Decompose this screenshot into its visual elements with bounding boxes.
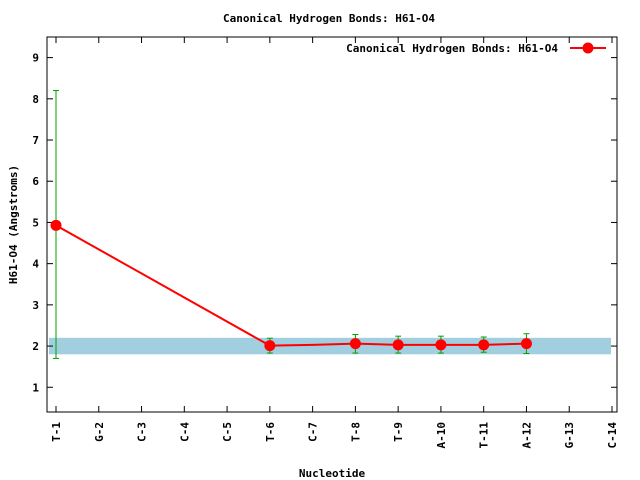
x-tick-label-G-13: G-13 xyxy=(563,422,576,449)
marker-T-9 xyxy=(392,339,404,351)
x-tick-label-T-9: T-9 xyxy=(392,422,405,442)
y-axis-label: H61-O4 (Angstroms) xyxy=(7,165,20,284)
x-tick-label-C-7: C-7 xyxy=(307,422,320,442)
x-tick-label-C-4: C-4 xyxy=(178,422,191,442)
marker-T-8 xyxy=(349,338,361,350)
y-tick-label-6: 6 xyxy=(32,175,39,188)
x-tick-label-T-8: T-8 xyxy=(349,422,362,442)
y-tick-label-8: 8 xyxy=(32,93,39,106)
x-tick-label-T-6: T-6 xyxy=(264,422,277,442)
series-line-group xyxy=(55,224,527,347)
y-tick-label-3: 3 xyxy=(32,299,39,312)
y-tick-label-2: 2 xyxy=(32,340,39,353)
y-tick-label-7: 7 xyxy=(32,134,39,147)
x-tick-label-A-10: A-10 xyxy=(435,422,448,449)
x-tick-label-G-2: G-2 xyxy=(93,422,106,442)
marker-A-10 xyxy=(435,339,447,351)
marker-T-11 xyxy=(478,339,490,351)
x-tick-label-C-3: C-3 xyxy=(136,422,149,442)
plot-frame xyxy=(46,36,618,413)
marker-T-1 xyxy=(50,219,62,231)
marker-T-6 xyxy=(264,340,276,352)
legend: Canonical Hydrogen Bonds: H61-O4 xyxy=(346,42,606,55)
x-tick-label-C-5: C-5 xyxy=(221,422,234,442)
x-axis-label: Nucleotide xyxy=(299,467,366,480)
x-tick-label-T-11: T-11 xyxy=(478,422,491,449)
reference-band xyxy=(49,337,611,355)
x-tick-label-A-12: A-12 xyxy=(520,422,533,449)
y-tick-label-5: 5 xyxy=(32,216,39,229)
error-bars xyxy=(53,90,530,359)
marker-A-12 xyxy=(520,338,532,350)
legend-marker-sample xyxy=(582,42,594,54)
legend-label: Canonical Hydrogen Bonds: H61-O4 xyxy=(346,42,558,55)
x-tick-label-T-1: T-1 xyxy=(50,422,63,442)
series-line xyxy=(55,224,527,347)
x-tick-labels: T-1 G-2 C-3 C-4 C-5 T-6 C-7 T-8 T-9 A-10 T-11 A-12 G… xyxy=(50,422,619,449)
series-markers xyxy=(50,219,532,352)
y-tick-label-4: 4 xyxy=(32,258,39,271)
axis-ticks xyxy=(47,37,617,412)
y-tick-label-1: 1 xyxy=(32,381,39,394)
y-tick-label-9: 9 xyxy=(32,52,39,65)
y-tick-labels: 1 2 3 4 5 6 7 8 9 xyxy=(32,52,39,395)
chart-title: Canonical Hydrogen Bonds: H61-O4 xyxy=(223,12,435,25)
x-tick-label-C-14: C-14 xyxy=(606,422,619,449)
